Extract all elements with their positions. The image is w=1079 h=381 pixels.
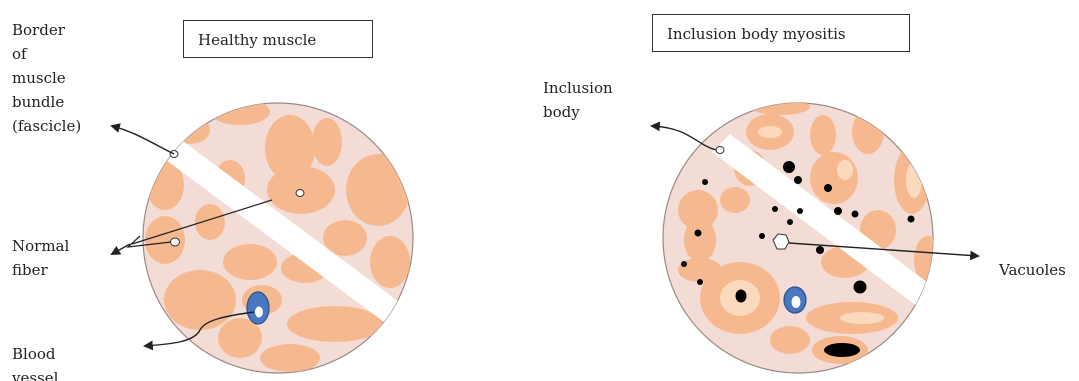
- inclusion-dot: [854, 281, 867, 294]
- inclusion-body-pointer-arrow: [652, 126, 716, 150]
- ibm-title: Inclusion body myositis: [652, 14, 910, 52]
- inclusion-dot: [702, 179, 708, 185]
- label-vacuoles: Vacuoles: [999, 258, 1066, 282]
- blood-vessel-lumen: [255, 307, 263, 318]
- healthy-muscle-title: Healthy muscle: [183, 20, 373, 58]
- fiber-nucleus-marker: [296, 190, 304, 197]
- inclusion-dot: [772, 206, 778, 212]
- muscle-fiber: [312, 118, 342, 166]
- blood-vessel-lumen: [792, 296, 801, 308]
- muscle-fiber: [750, 99, 810, 115]
- muscle-fiber-core: [840, 312, 884, 324]
- muscle-fiber-core: [906, 162, 922, 198]
- inclusion-dot: [794, 176, 802, 184]
- muscle-fiber: [287, 306, 383, 342]
- muscle-fiber: [170, 116, 210, 144]
- inclusion-dot: [852, 211, 859, 218]
- border-pointer-arrow: [112, 126, 174, 154]
- muscle-fiber: [720, 187, 750, 213]
- muscle-fiber: [164, 270, 236, 330]
- inclusion-dot: [759, 233, 765, 239]
- inclusion-dot: [824, 343, 860, 357]
- inclusion-dot: [908, 216, 915, 223]
- label-border-of-muscle-bundle: Border of muscle bundle (fascicle): [12, 18, 81, 138]
- label-inclusion-body: Inclusion body: [543, 76, 613, 124]
- inclusion-dot: [834, 207, 842, 215]
- muscle-fiber: [370, 236, 410, 288]
- inclusion-dot: [783, 161, 795, 173]
- muscle-fiber: [684, 218, 716, 262]
- muscle-fiber: [810, 152, 858, 204]
- normal-fiber-pointer-arrow: [112, 244, 130, 254]
- muscle-fiber: [770, 326, 810, 354]
- muscle-fiber: [223, 244, 277, 280]
- inclusion-dot: [816, 246, 824, 254]
- muscle-fiber: [260, 344, 320, 372]
- inclusion-dot: [787, 219, 793, 225]
- inclusion-dot: [697, 279, 703, 285]
- muscle-fiber: [852, 110, 884, 154]
- healthy-fascicle: [143, 99, 413, 373]
- inclusion-dot: [681, 261, 687, 267]
- inclusion-dot: [824, 184, 832, 192]
- muscle-fiber: [195, 204, 225, 240]
- inclusion-dot: [695, 230, 702, 237]
- ibm-fascicle: [663, 99, 942, 373]
- inclusion-dot: [797, 208, 803, 214]
- normal-fiber-marker: [171, 238, 180, 246]
- muscle-fiber: [210, 99, 270, 125]
- muscle-fiber-core: [758, 126, 782, 138]
- label-normal-fiber: Normal fiber: [12, 234, 69, 282]
- inclusion-dot: [736, 290, 747, 303]
- muscle-fiber: [346, 154, 410, 226]
- inclusion-body-marker: [716, 147, 724, 154]
- muscle-fiber: [810, 115, 836, 155]
- muscle-fiber-core: [837, 160, 853, 180]
- label-blood-vessel: Blood vessel: [12, 342, 58, 381]
